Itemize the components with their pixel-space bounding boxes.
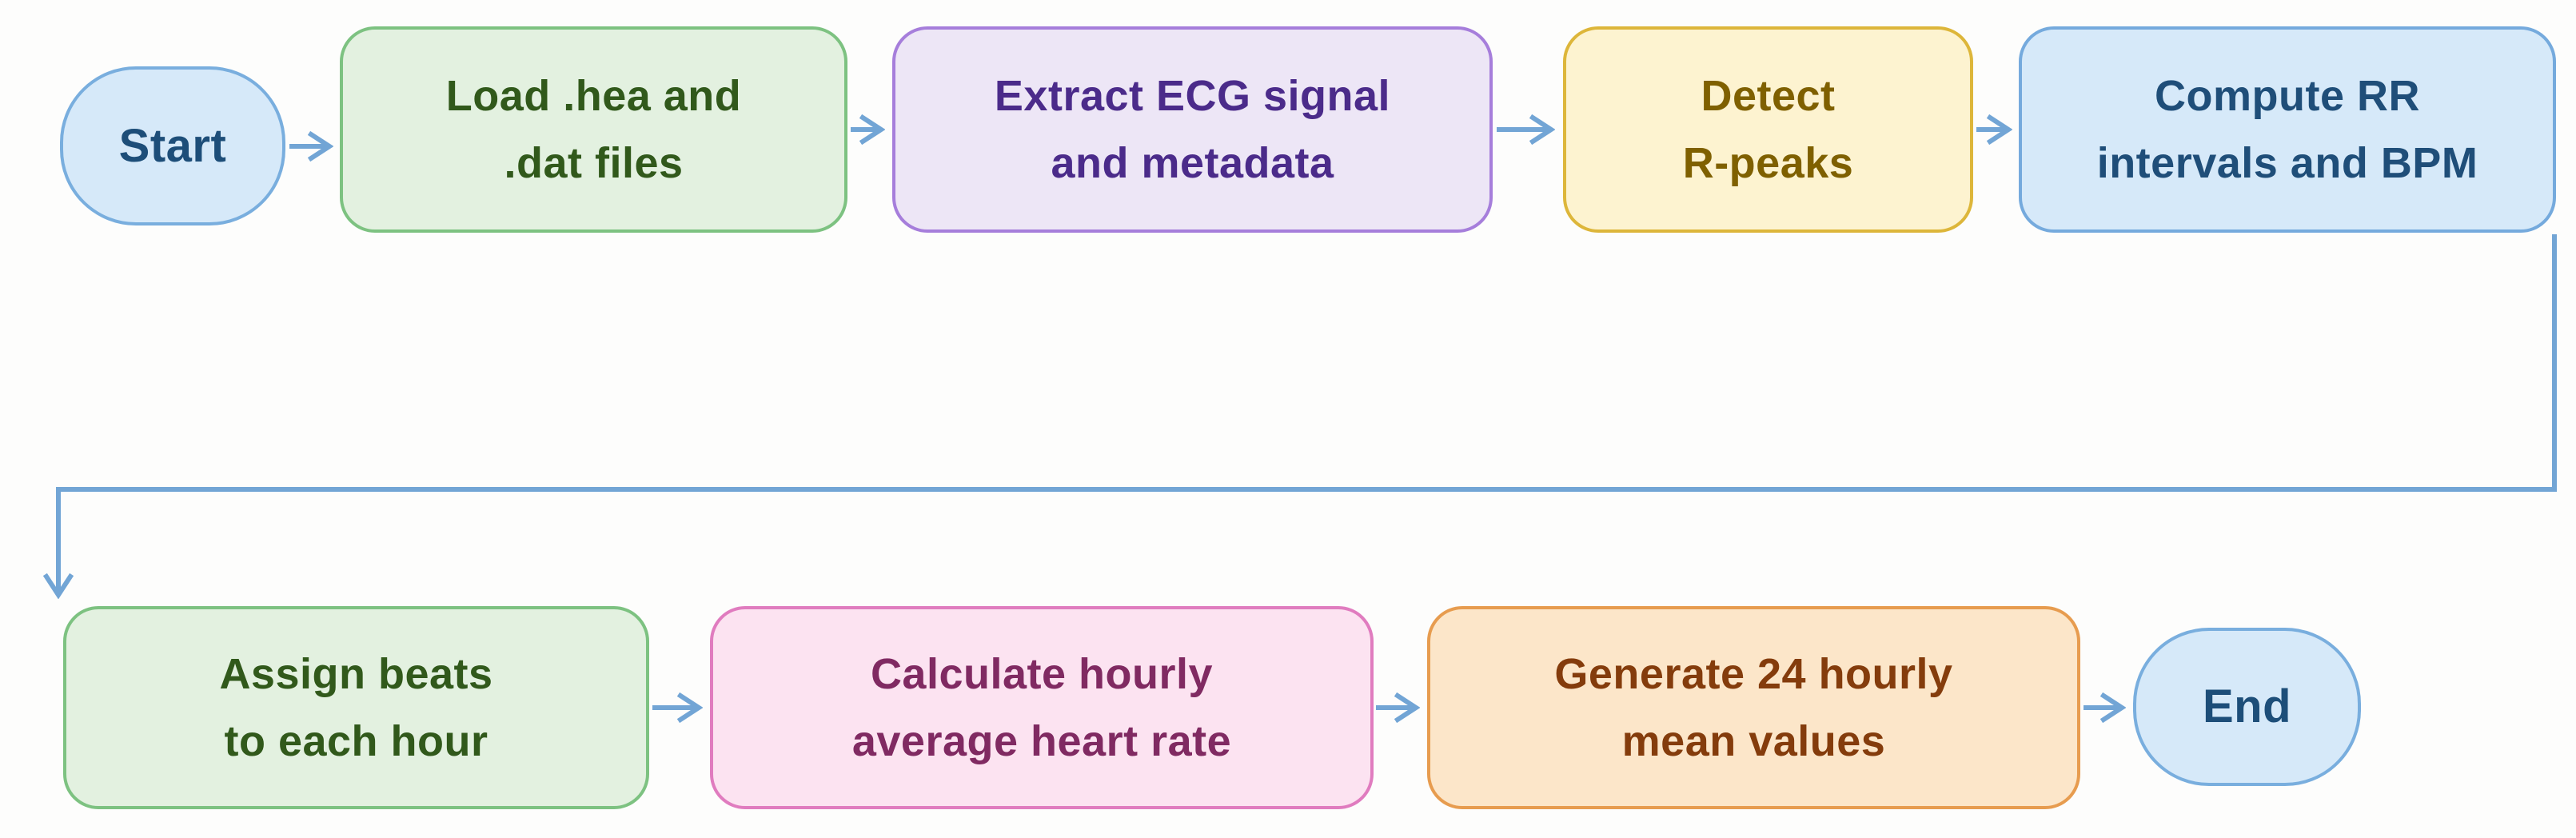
node-assign-beats-label: Assign beats to each hour	[219, 650, 493, 765]
node-detect-rpeaks-label: Detect R-peaks	[1682, 72, 1854, 187]
node-extract-ecg-label: Extract ECG signal and metadata	[994, 72, 1391, 187]
node-load-files: Load .hea and .dat files	[340, 26, 847, 233]
node-start-label: Start	[118, 119, 227, 172]
node-detect-rpeaks: Detect R-peaks	[1563, 26, 1973, 233]
node-calc-hourly-label: Calculate hourly average heart rate	[851, 650, 1232, 765]
node-start: Start	[60, 66, 285, 225]
node-extract-ecg: Extract ECG signal and metadata	[892, 26, 1493, 233]
node-compute-rr: Compute RR intervals and BPM	[2019, 26, 2556, 233]
node-load-files-label: Load .hea and .dat files	[445, 72, 742, 187]
node-end-label: End	[2202, 680, 2292, 732]
connector-compute-assign	[58, 234, 2557, 595]
node-generate-means: Generate 24 hourly mean values	[1427, 606, 2080, 809]
node-calc-hourly: Calculate hourly average heart rate	[710, 606, 1374, 809]
node-generate-means-label: Generate 24 hourly mean values	[1554, 650, 1953, 765]
node-compute-rr-label: Compute RR intervals and BPM	[2096, 72, 2478, 187]
node-assign-beats: Assign beats to each hour	[63, 606, 649, 809]
node-end: End	[2133, 628, 2361, 786]
